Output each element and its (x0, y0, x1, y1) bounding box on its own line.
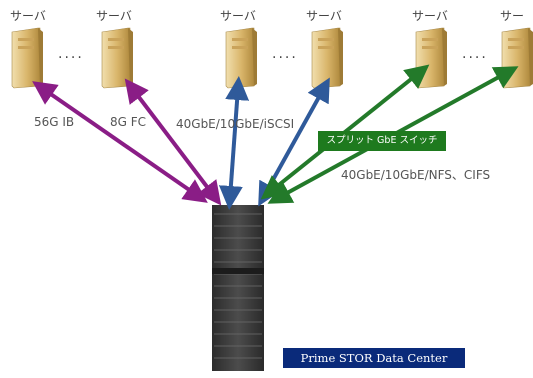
server-label-1: サーバ (10, 9, 46, 23)
arrow-iscsi-1 (218, 76, 250, 210)
ellipsis-1: .... (58, 46, 84, 62)
server-5 (415, 27, 447, 89)
storage-rack (212, 205, 264, 371)
server-label-4: サーバ (306, 9, 342, 23)
ellipsis-3: .... (462, 46, 488, 62)
server-label-3: サーバ (220, 9, 256, 23)
label-ib: 56G IB (34, 115, 75, 129)
server-label-2: サーバ (96, 9, 132, 23)
server-1 (11, 27, 43, 89)
storage-caption: Prime STOR Data Center (283, 348, 465, 368)
server-4 (311, 27, 343, 89)
ellipsis-2: .... (272, 46, 298, 62)
server-2 (101, 27, 133, 89)
server-label-5: サーバ (412, 9, 448, 23)
arrow-fc (124, 78, 222, 206)
label-iscsi: 40GbE/10GbE/iSCSI (176, 117, 295, 131)
server-3 (225, 27, 257, 89)
switch-badge: スプリット GbE スイッチ (318, 131, 446, 151)
label-nas: 40GbE/10GbE/NFS、CIFS (341, 168, 491, 182)
server-6 (501, 27, 533, 89)
label-fc: 8G FC (110, 115, 147, 129)
server-label-6: サー (500, 9, 525, 23)
